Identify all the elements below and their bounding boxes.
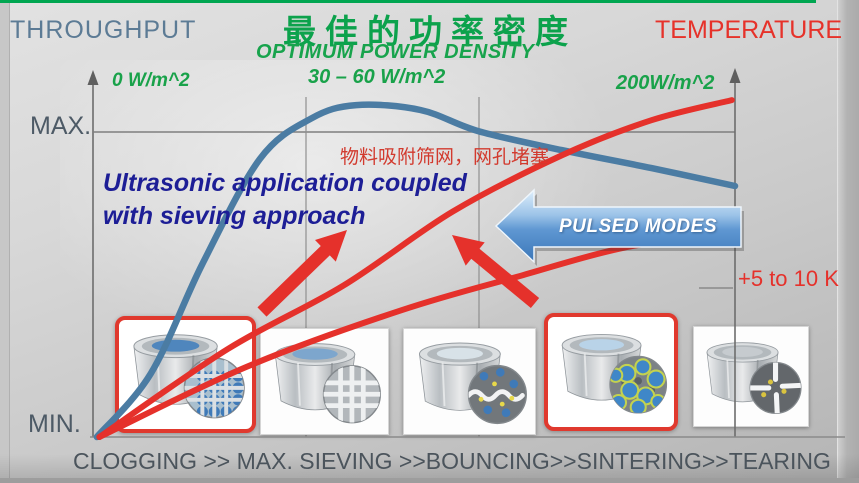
sieve-card-bouncing — [403, 328, 536, 435]
right-edge-strip — [837, 0, 859, 483]
red-annotation-arrow-2-head-icon — [452, 235, 485, 266]
top-accent-bar — [0, 0, 816, 3]
power-density-max-label: 200W/m^2 — [616, 72, 715, 94]
sieve-pot-illustration — [419, 342, 527, 425]
pulsed-modes-label: PULSED MODES — [558, 216, 718, 237]
x-axis-stage-labels: CLOGGING >> MAX. SIEVING >>BOUNCING>>SIN… — [73, 448, 831, 474]
curve-temperature_pulsed — [96, 226, 737, 440]
left-axis-title: THROUGHPUT — [10, 16, 197, 44]
clogging-note-chinese: 物料吸附筛网，网孔堵塞 — [340, 147, 550, 168]
red-annotation-arrow-1-shaft — [257, 244, 332, 317]
annotation-layer — [257, 188, 744, 317]
highlight-box-sintering — [544, 313, 678, 431]
y-min-label: MIN. — [28, 410, 81, 438]
sieve-art-tearing — [696, 329, 806, 424]
power-density-zero-label: 0 W/m^2 — [112, 70, 190, 91]
sieve-pot-illustration — [561, 333, 668, 414]
bottom-shade — [0, 454, 859, 478]
red-annotation-arrow-2-shaft — [467, 245, 540, 309]
ultrasonic-annotation-line1: Ultrasonic application coupled — [103, 169, 467, 197]
right-axis-arrowhead-icon — [729, 68, 741, 83]
slide-title-chinese: 最佳的功率密度 — [283, 13, 577, 50]
ultrasonic-annotation-line2: with sieving approach — [103, 202, 366, 230]
power-density-optimum-label: 30 – 60 W/m^2 — [308, 66, 446, 88]
sieve-card-tearing — [693, 326, 809, 427]
pulsed-modes-arrow-icon — [494, 188, 742, 264]
sieve-art-bouncing — [406, 331, 533, 432]
curve-throughput — [93, 101, 739, 441]
bottom-edge-strip — [0, 478, 859, 483]
left-edge-strip — [0, 0, 10, 483]
sieve-pot-illustration — [706, 342, 802, 414]
y-max-label: MAX. — [30, 112, 92, 140]
sieve-art-sintering — [550, 319, 672, 425]
red-annotation-arrow-1-head-icon — [315, 230, 347, 262]
right-axis-title: TEMPERATURE — [655, 16, 843, 44]
axes-front — [90, 68, 845, 438]
slide-title-english: OPTIMUM POWER DENSITY — [256, 41, 535, 63]
left-axis-arrowhead-icon — [87, 70, 99, 85]
ultrasonic-annotation: Ultrasonic application coupled with siev… — [103, 167, 467, 233]
curve-temperature_continuous — [96, 97, 735, 440]
temperature-rise-label: +5 to 10 K — [738, 266, 839, 291]
